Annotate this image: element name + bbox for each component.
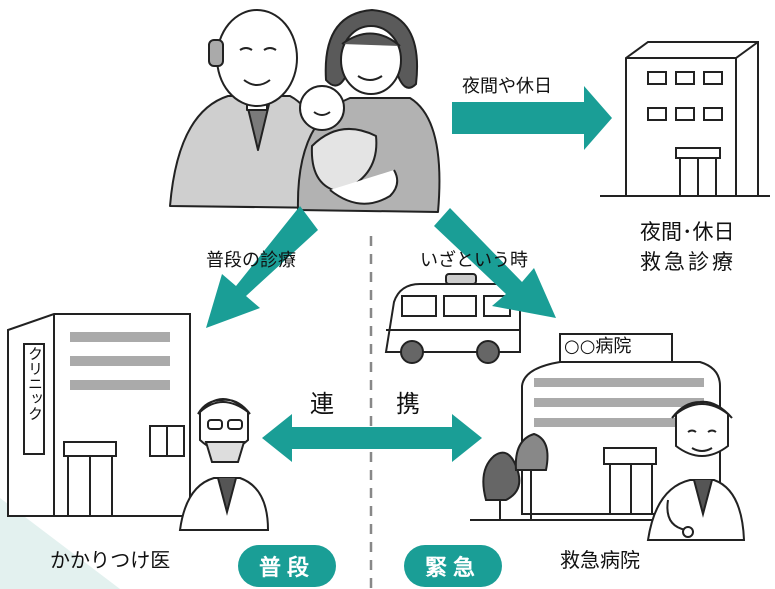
badge-usual: 普段	[238, 545, 336, 587]
label-emergency-case: いざという時	[420, 250, 528, 271]
family-illustration	[169, 9, 441, 213]
arrow-to-family-doctor	[206, 206, 318, 328]
hospital-sign: ○○病院	[564, 336, 632, 357]
corner-decoration	[0, 498, 120, 589]
ambulance-illustration	[384, 273, 521, 364]
label-family-doctor: かかりつけ医	[50, 548, 171, 572]
label-night-clinic-line2: 救急診療	[640, 250, 736, 274]
hospital-building	[470, 333, 721, 521]
double-arrow-cooperation	[262, 414, 482, 462]
label-renkei-right: 携	[396, 390, 420, 418]
emergency-doctor-illustration	[646, 400, 746, 541]
arrow-to-emergency-hospital	[434, 208, 556, 318]
label-night-clinic-line1: 夜間･休日	[640, 220, 735, 244]
label-night-holiday: 夜間や休日	[462, 76, 552, 97]
night-clinic-building	[600, 41, 770, 197]
label-emergency-hospital: 救急病院	[560, 548, 640, 572]
arrow-to-night-clinic	[452, 86, 612, 150]
badge-emergency: 緊急	[404, 545, 502, 587]
label-renkei-left: 連	[310, 390, 334, 418]
label-usual-care: 普段の診療	[206, 250, 296, 271]
family-doctor-illustration	[178, 398, 270, 531]
clinic-building	[7, 313, 191, 517]
clinic-sign: クリニック	[26, 346, 44, 421]
